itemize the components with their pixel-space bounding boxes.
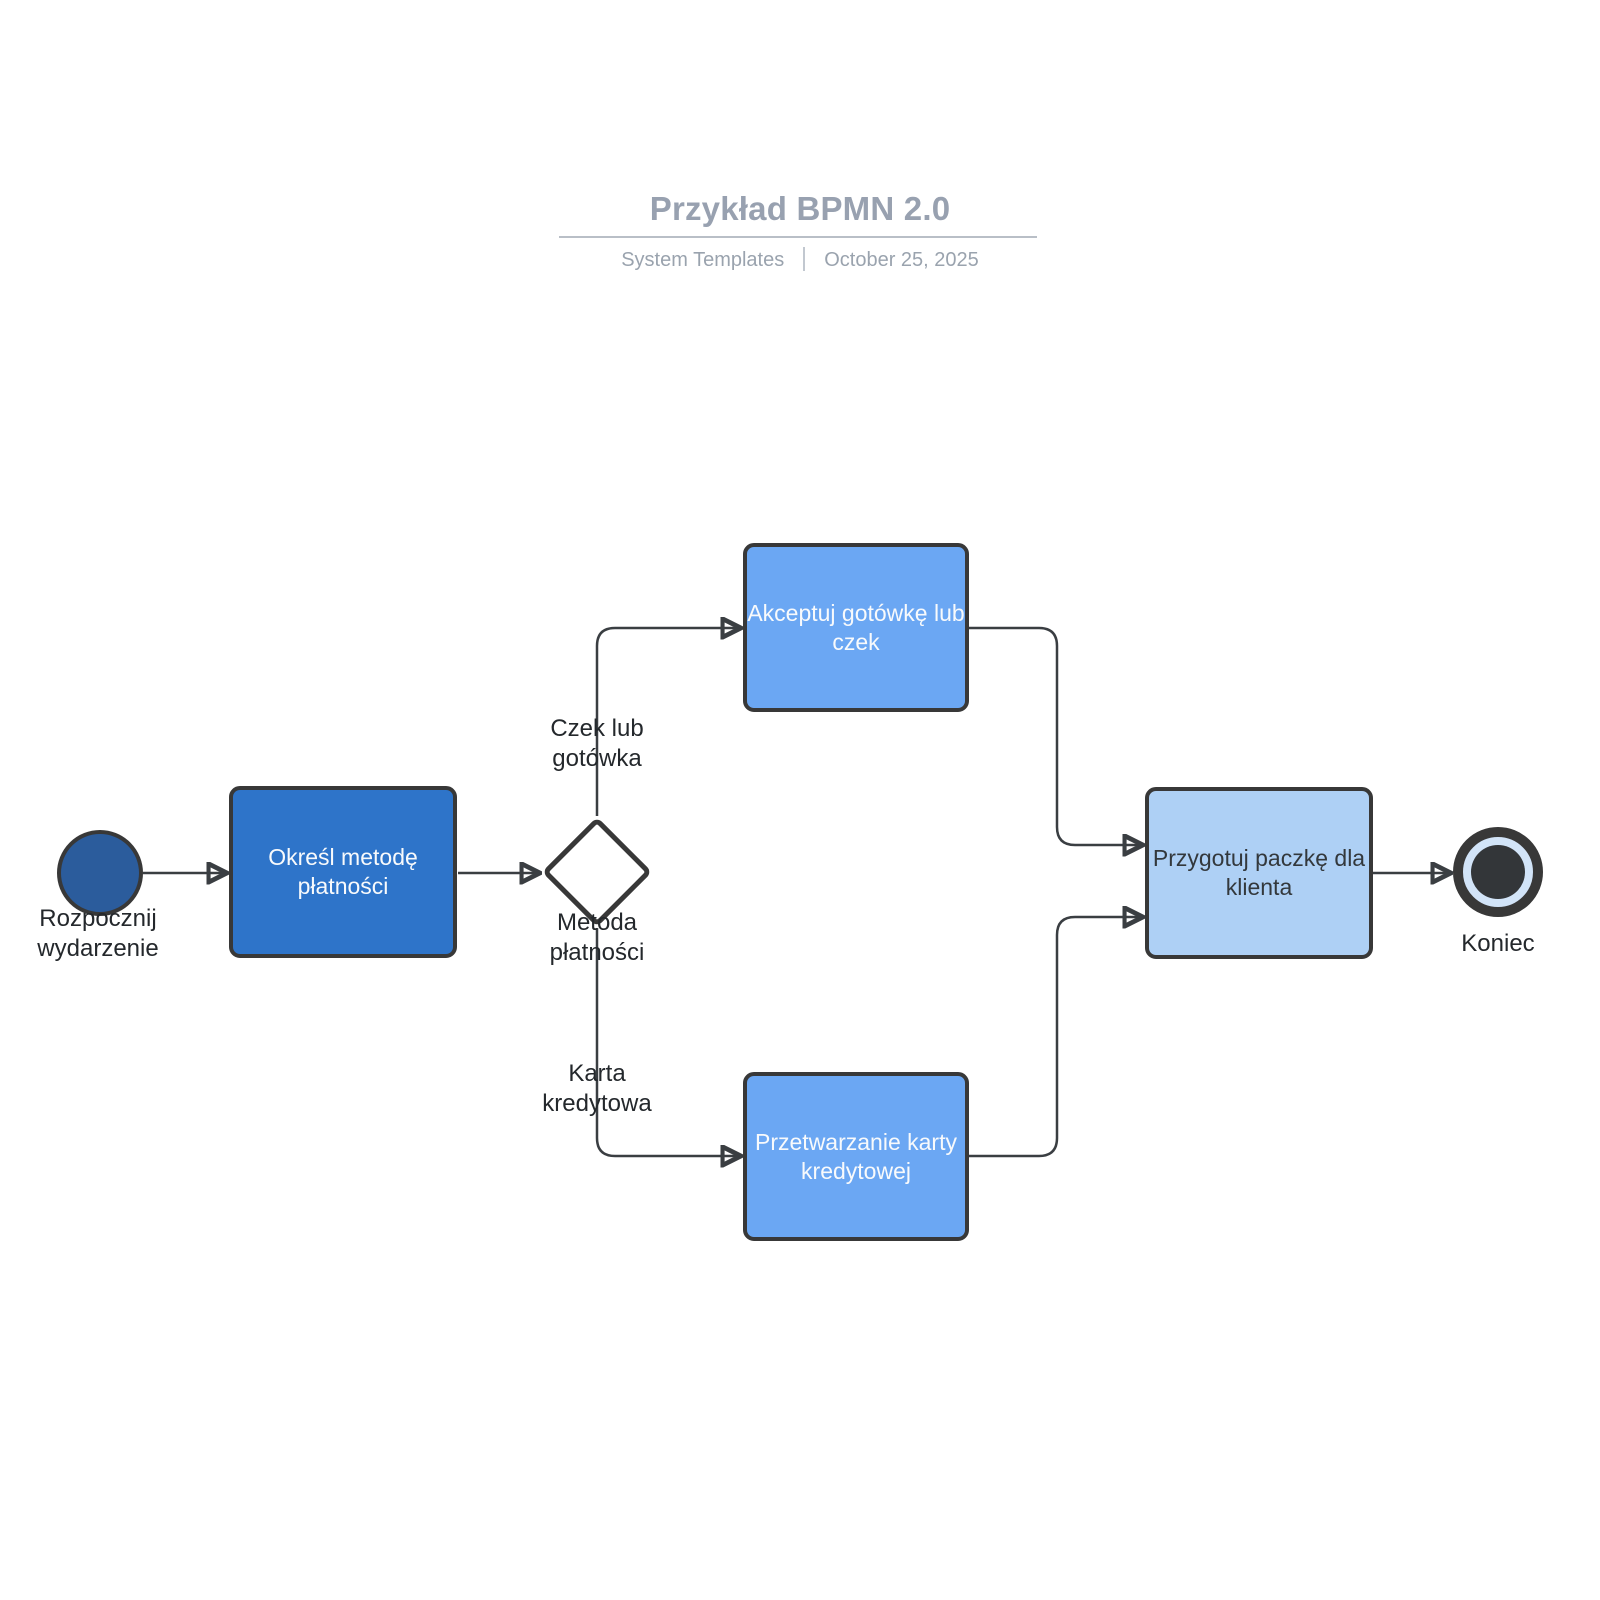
task-process-card[interactable]: Przetwarzanie karty kredytowej — [743, 1072, 969, 1241]
task-process-card-label: Przetwarzanie karty kredytowej — [755, 1128, 957, 1184]
task-prepare-package-label: Przygotuj paczkę dla klienta — [1152, 845, 1366, 900]
header-date: October 25, 2025 — [824, 249, 979, 271]
task-accept-cash-label: Akceptuj gotówkę lub czek — [747, 599, 965, 655]
header-subtitle: System Templates October 25, 2025 — [0, 246, 1600, 274]
end-event-circle[interactable] — [1453, 827, 1543, 917]
header-author: System Templates — [621, 249, 785, 271]
start-event-label: Rozpocznij wydarzenie — [37, 905, 159, 962]
start-event-circle[interactable] — [57, 830, 143, 916]
subtitle-separator — [803, 247, 806, 271]
task-determine-payment-label: Określ metodę płatności — [268, 844, 418, 899]
task-determine-payment[interactable]: Określ metodę płatności — [229, 786, 457, 958]
edge-label-card: Karta kredytowa — [542, 1060, 652, 1117]
edge-accept-cash-to-prepare[interactable] — [969, 626, 1143, 845]
gateway-label: Metoda płatności — [549, 909, 645, 966]
task-accept-cash[interactable]: Akceptuj gotówkę lub czek — [743, 543, 969, 712]
end-event-label: Koniec — [1461, 930, 1535, 957]
edge-gateway-to-accept-cash[interactable] — [595, 628, 741, 816]
end-event-inner-circle — [1471, 845, 1525, 899]
edge-label-cash: Czek lub gotówka — [550, 715, 644, 772]
title-divider — [559, 236, 1037, 238]
task-prepare-package[interactable]: Przygotuj paczkę dla klienta — [1145, 787, 1373, 959]
edge-process-card-to-prepare[interactable] — [969, 917, 1143, 1158]
page-title: Przykład BPMN 2.0 — [649, 190, 951, 227]
edge-gateway-to-process-card[interactable] — [595, 928, 741, 1156]
